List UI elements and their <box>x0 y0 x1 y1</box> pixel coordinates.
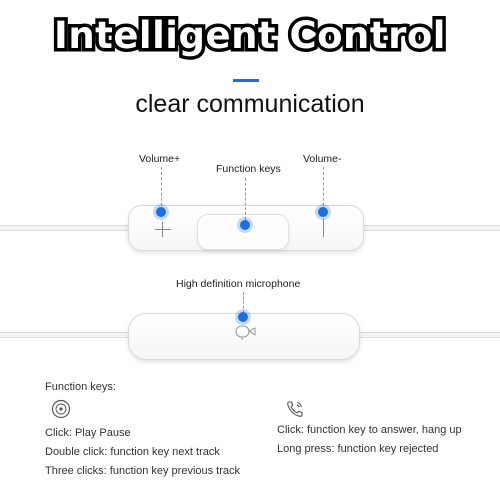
microphone-icon <box>235 325 256 340</box>
call-instruction-2: Long press: function key rejected <box>277 443 439 455</box>
music-instruction-1: Click: Play Pause <box>45 427 131 439</box>
minus-icon <box>323 219 324 237</box>
microphone-label: High definition microphone <box>176 278 301 290</box>
function-keys-leader <box>245 178 246 220</box>
function-keys-heading: Function keys: <box>45 381 116 393</box>
volume-up-indicator <box>156 207 166 217</box>
upper-cable-right <box>360 225 500 231</box>
function-keys-indicator <box>240 220 250 230</box>
page-title: Intelligent Control <box>51 11 449 61</box>
music-disc-icon <box>51 399 71 419</box>
function-keys-label: Function keys <box>216 163 281 175</box>
volume-up-leader <box>161 167 162 211</box>
volume-up-label: Volume+ <box>139 153 181 165</box>
volume-down-leader <box>323 167 324 211</box>
volume-down-indicator <box>318 207 328 217</box>
volume-up-button[interactable] <box>140 210 190 246</box>
phone-icon <box>287 401 303 417</box>
music-instruction-3: Three clicks: function key previous trac… <box>45 465 241 477</box>
lower-cable-left <box>0 332 132 338</box>
upper-cable-left <box>0 225 132 231</box>
volume-down-label: Volume- <box>303 153 342 165</box>
call-instruction-1: Click: function key to answer, hang up <box>277 424 462 436</box>
title-accent-bar <box>233 79 259 82</box>
microphone-leader <box>243 292 244 318</box>
page-subtitle: clear communication <box>135 90 365 118</box>
lower-cable-right <box>356 332 500 338</box>
microphone-indicator <box>238 312 248 322</box>
music-instruction-2: Double click: function key next track <box>45 446 220 458</box>
